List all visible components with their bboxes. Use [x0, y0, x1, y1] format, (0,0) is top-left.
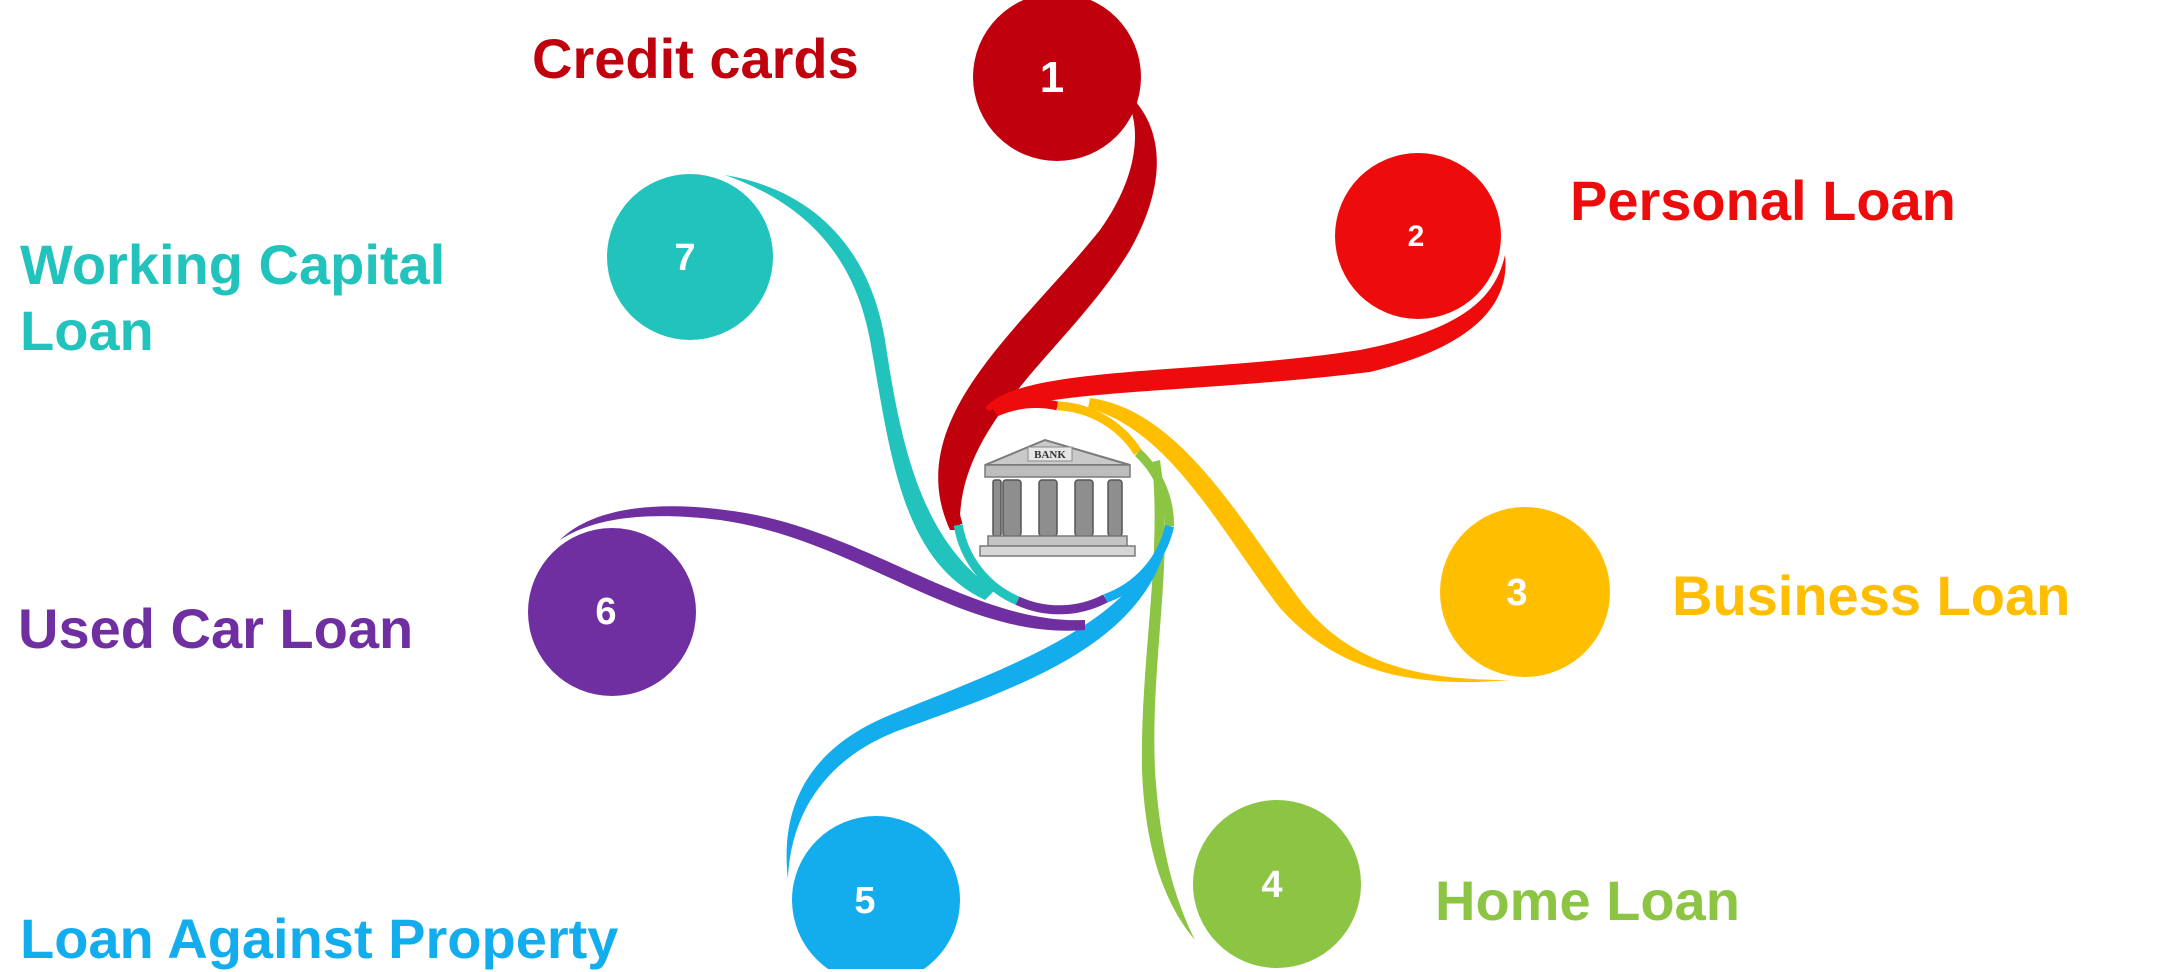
- bank-sign: BANK: [1034, 449, 1066, 461]
- number-badges: 1 2 3 4 5 6 7: [528, 0, 1610, 969]
- badge-2: 2: [1335, 153, 1501, 319]
- badge-4: 4: [1193, 800, 1361, 968]
- label-used-car-loan: Used Car Loan: [18, 597, 414, 660]
- ring-segment-5: [1103, 524, 1174, 603]
- swoosh-6: [560, 506, 1085, 631]
- label-business-loan: Business Loan: [1672, 564, 2071, 627]
- badge-4-number: 4: [1261, 864, 1282, 906]
- label-working-capital-loan: Working Capital Loan: [20, 233, 446, 362]
- center-ring: [948, 399, 1175, 615]
- ring-segment-4: [1134, 449, 1175, 527]
- ring-segment-1: [948, 408, 999, 527]
- ring-segment-2: [993, 399, 1059, 417]
- badge-3-number: 3: [1506, 572, 1527, 614]
- badge-2-number: 2: [1408, 220, 1425, 253]
- badge-1: 1: [973, 0, 1141, 161]
- label-home-loan: Home Loan: [1435, 869, 1740, 932]
- label-credit-cards: Credit cards: [532, 27, 859, 90]
- badge-7-number: 7: [674, 237, 695, 279]
- swoosh-4: [1141, 460, 1195, 940]
- bank-building-icon: BANK: [979, 438, 1136, 557]
- badge-5-number: 5: [854, 880, 875, 922]
- badge-5: 5: [792, 816, 960, 969]
- badge-1-number: 1: [1040, 53, 1064, 102]
- badge-6-number: 6: [595, 591, 616, 633]
- badge-6: 6: [528, 528, 696, 696]
- badge-7: 7: [607, 174, 773, 340]
- label-loan-against-property: Loan Against Property: [20, 907, 619, 970]
- ring-segment-3: [1057, 401, 1142, 456]
- swoosh-3: [1088, 398, 1510, 683]
- badge-3: 3: [1440, 507, 1610, 677]
- label-personal-loan: Personal Loan: [1570, 169, 1956, 232]
- ring-segment-7: [953, 524, 1020, 605]
- ring-segment-6: [1015, 594, 1108, 615]
- swoosh-2: [985, 255, 1506, 415]
